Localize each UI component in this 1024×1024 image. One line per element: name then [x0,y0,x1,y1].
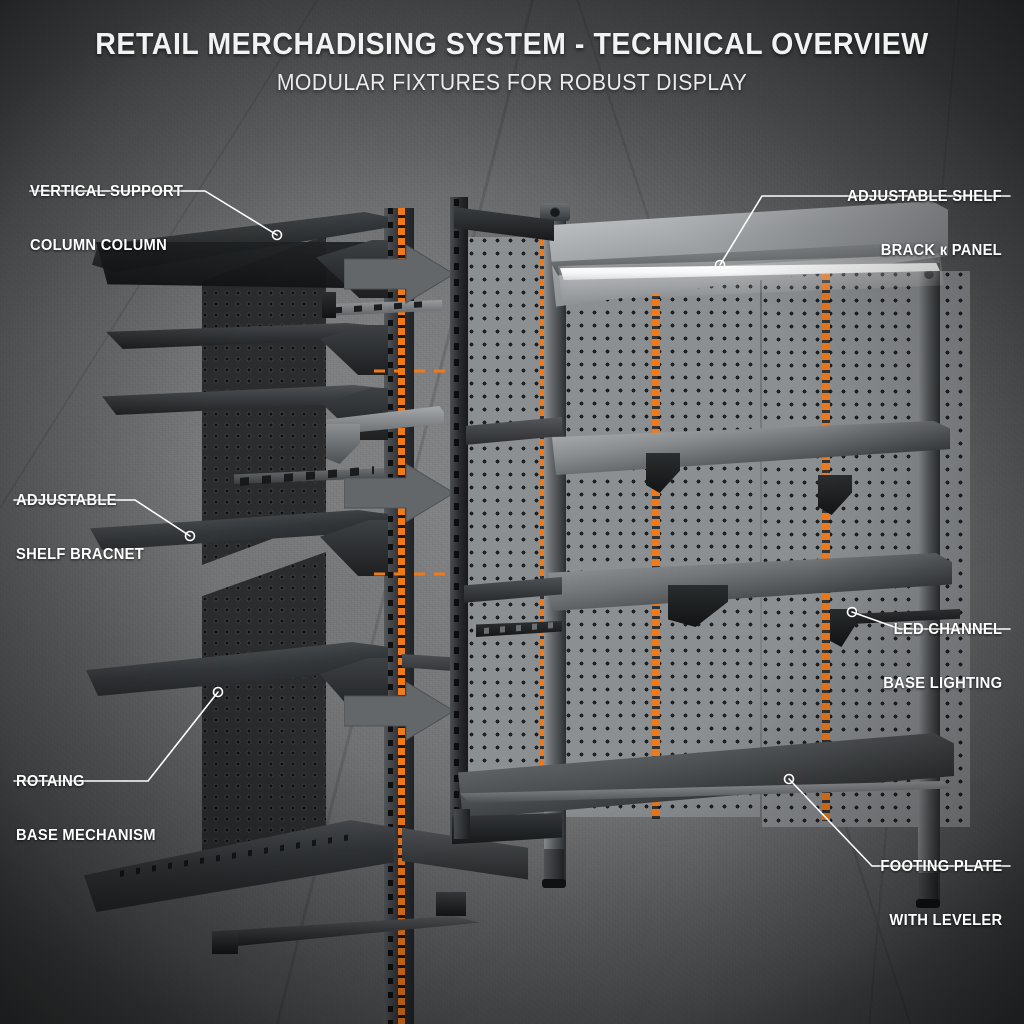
callout-line-2: COLUMN COLUMN [30,237,168,254]
callout-line-1: ADJUSTABLE SHELF [847,188,1002,205]
callout-line-1: LED CHANNEL [893,621,1002,638]
callout-adjustable-shelf-brack-panel: ADJUSTABLE SHELF BRACK к PANEL [847,152,1002,296]
page-subtitle: MODULAR FIXTURES FOR ROBUST DISPLAY [276,69,748,95]
callout-led-channel-base-lighting: LED CHANNEL BASE LIGHTING [883,585,1002,729]
callout-line-2: WITH LEVELER [888,912,1002,929]
callout-line-1: FOOTING PLATE [879,858,1002,875]
callout-line-2: BRACK к PANEL [880,242,1002,259]
callout-line-2: BASE MECHANISM [16,827,156,844]
callout-line-1: ROTAING [16,773,85,790]
callout-line-2: BASE LIGHTING [882,675,1002,692]
header-block: RETAIL MERCHADISING SYSTEM - TECHNICAL O… [0,26,1024,96]
callout-vertical-support-column: VERTICAL SUPPORT COLUMN COLUMN [30,147,183,291]
page-title: RETAIL MERCHADISING SYSTEM - TECHNICAL O… [95,26,929,61]
callout-line-1: VERTICAL SUPPORT [30,183,184,200]
callout-footing-plate-with-leveler: FOOTING PLATE WITH LEVELER [880,822,1002,966]
callout-line-2: SHELF BRACNET [16,546,145,563]
callout-rotaing-base-mechanism: ROTAING BASE MECHANISM [16,737,156,881]
callout-adjustable-shelf-bracnet: ADJUSTABLE SHELF BRACNET [16,456,144,600]
callout-line-1: ADJUSTABLE [16,492,117,509]
